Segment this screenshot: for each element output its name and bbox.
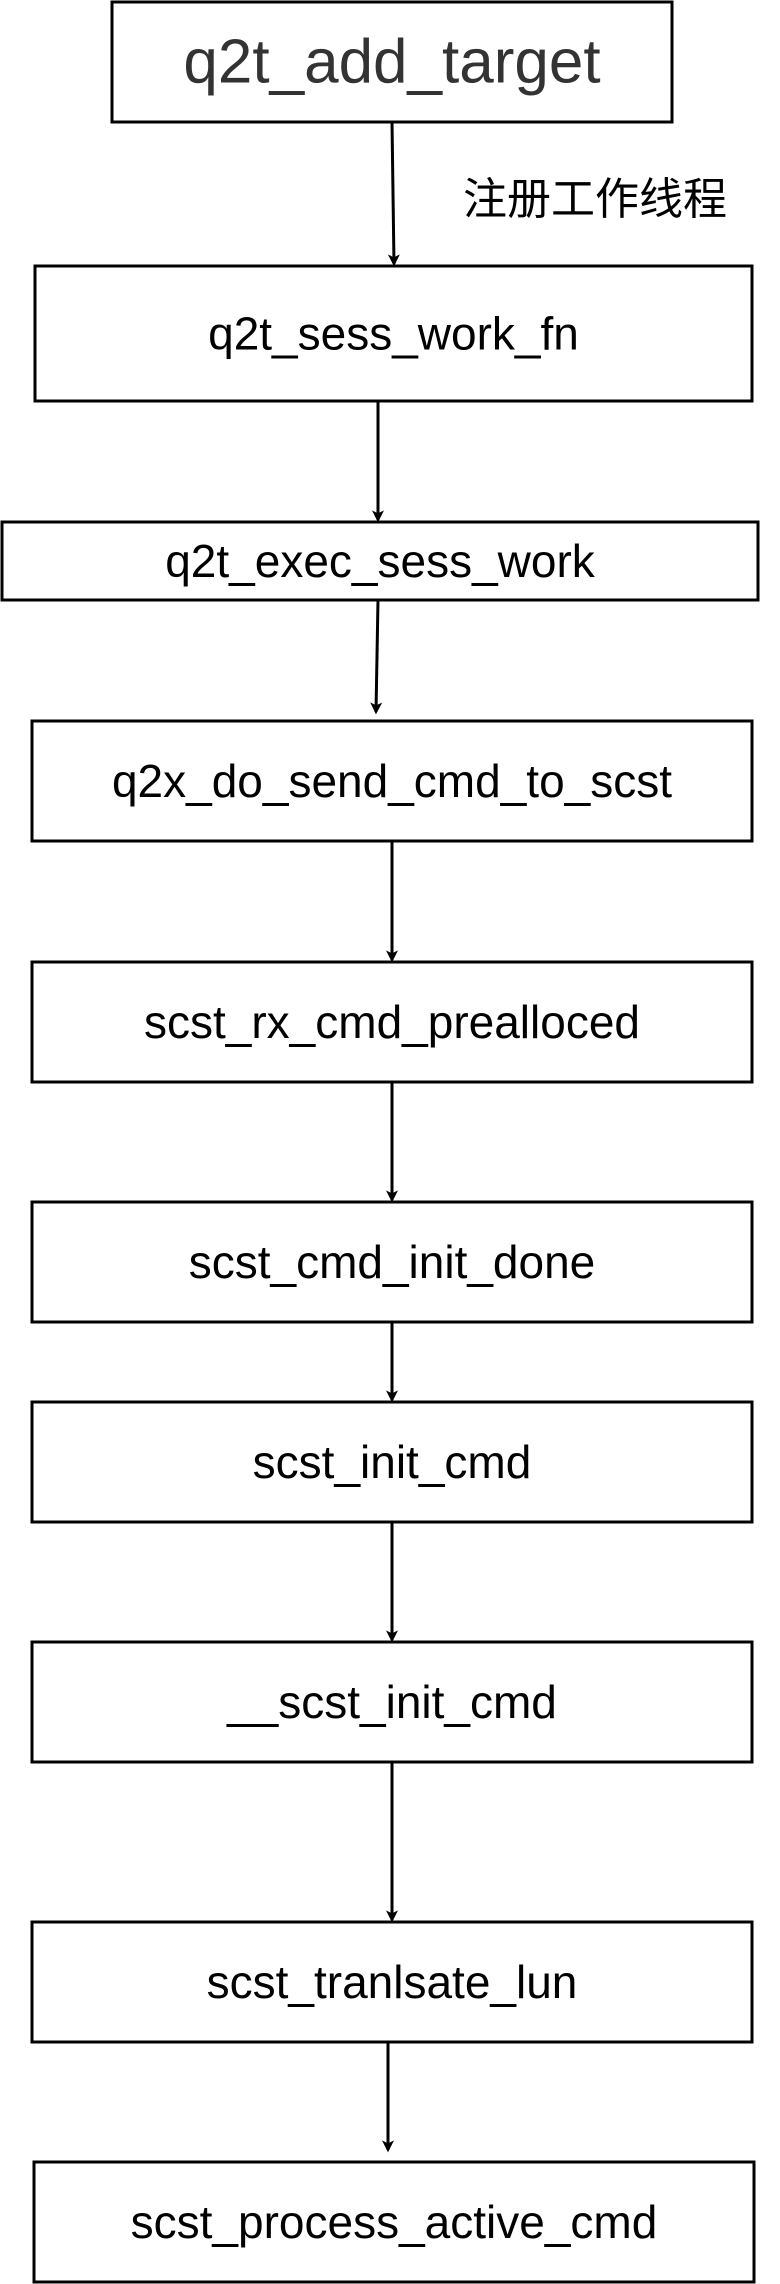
flow-node-q2x-do-send-cmd-to-scst: q2x_do_send_cmd_to_scst (30, 719, 754, 843)
node-box (32, 2160, 756, 2284)
node-label: q2t_add_target (183, 28, 600, 97)
flow-node-scst-init-cmd: scst_init_cmd (30, 1400, 754, 1524)
node-box (0, 520, 760, 602)
node-box (33, 264, 754, 403)
node-label: scst_rx_cmd_prealloced (144, 996, 640, 1048)
node-box (30, 1920, 754, 2044)
node-box (30, 960, 754, 1084)
flow-node-scst-cmd-init-done: scst_cmd_init_done (30, 1200, 754, 1324)
node-label: scst_cmd_init_done (189, 1236, 596, 1288)
flow-node-scst-tranlsate-lun: scst_tranlsate_lun (30, 1920, 754, 2044)
flow-node-scst-init-cmd: __scst_init_cmd (30, 1640, 754, 1764)
node-label: scst_process_active_cmd (131, 2196, 658, 2248)
edges-layer: 注册工作线程 (370, 121, 727, 2153)
nodes-layer: q2t_add_target q2t_sess_work_fn q2t_exec_s… (0, 0, 760, 2284)
node-label: __scst_init_cmd (226, 1676, 557, 1728)
arrow-n2-to-n3 (370, 599, 383, 715)
node-box (30, 1200, 754, 1324)
node-label: q2t_sess_work_fn (208, 308, 579, 360)
flow-node-scst-process-active-cmd: scst_process_active_cmd (32, 2160, 756, 2284)
edge-label: 注册工作线程 (463, 174, 727, 225)
node-box (30, 1400, 754, 1524)
node-label: q2x_do_send_cmd_to_scst (112, 755, 672, 807)
flow-node-q2t-exec-sess-work: q2t_exec_sess_work (0, 520, 760, 602)
flow-node-q2t-add-target: q2t_add_target (110, 0, 674, 124)
node-label: scst_init_cmd (253, 1436, 532, 1488)
arrow-n0-to-n1 (387, 121, 400, 267)
node-box (110, 0, 674, 124)
flow-node-scst-rx-cmd-prealloced: scst_rx_cmd_prealloced (30, 960, 754, 1084)
node-box (30, 719, 754, 843)
node-label: scst_tranlsate_lun (207, 1956, 578, 2008)
node-box (30, 1640, 754, 1764)
node-label: q2t_exec_sess_work (165, 535, 596, 587)
flow-node-q2t-sess-work-fn: q2t_sess_work_fn (33, 264, 754, 403)
